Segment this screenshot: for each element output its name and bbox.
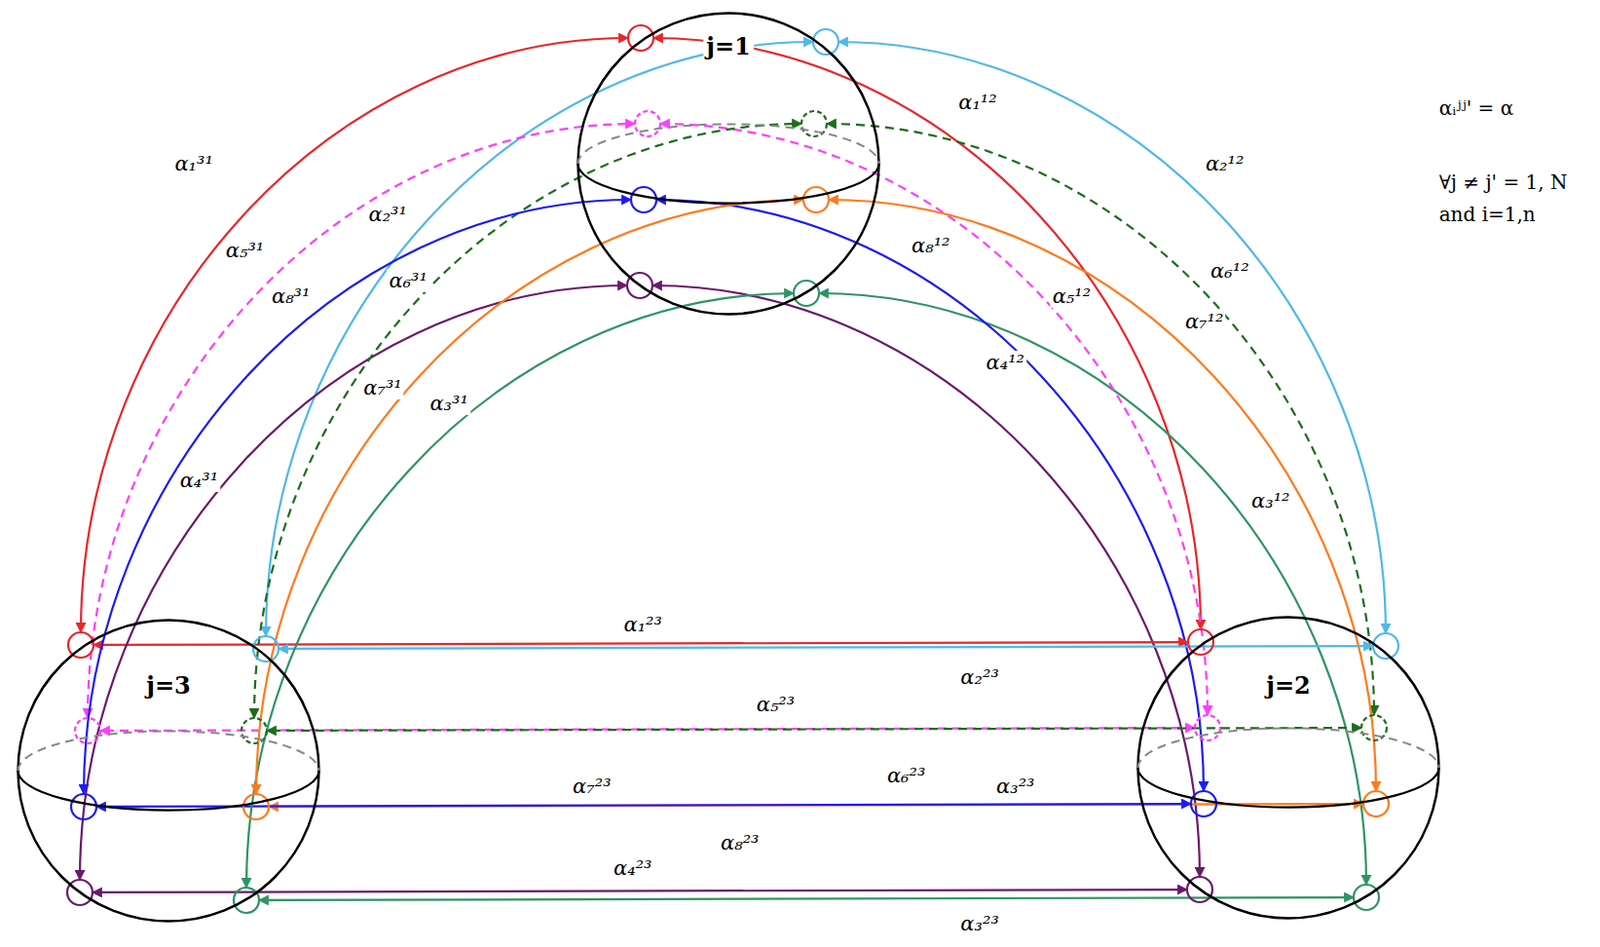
coupling-label: α₃¹² (1249, 487, 1292, 512)
coupling-label: α₆¹² (1208, 259, 1251, 283)
sphere-circle (578, 13, 880, 315)
equality-note: αᵢʲʲ' = α (1439, 97, 1515, 120)
coupling-label: α₁¹² (956, 90, 999, 114)
sphere-circle (18, 620, 320, 922)
equator-front (578, 163, 880, 204)
coupling-label: α₄³¹ (178, 467, 221, 491)
coupling-label: α₃²³ (958, 911, 1001, 935)
state-circle (71, 793, 97, 819)
coupling-arrow (256, 199, 804, 794)
coupling-label: α₈²³ (718, 830, 761, 855)
sphere: j=3 (16, 618, 321, 923)
coupling-label: α₁²³ (622, 612, 665, 636)
coupling-label: α₆²³ (885, 763, 928, 787)
equator-front (18, 770, 320, 811)
coupling-arrow (838, 41, 1386, 633)
sphere-index: j=1 (703, 34, 754, 60)
coupling-label: α₅²³ (754, 692, 797, 716)
coupling-label: α₂³¹ (367, 202, 410, 226)
sphere-circle (1138, 617, 1440, 919)
state-circle (634, 111, 661, 137)
equator-front (1138, 767, 1440, 808)
coupling-arrow (818, 293, 1367, 885)
coupling-label: α₆³¹ (386, 268, 429, 293)
state-circle (74, 717, 101, 744)
coupling-label: α₅¹² (1050, 284, 1093, 308)
equator-back (1138, 727, 1440, 768)
equality-note: and i=1,n (1439, 203, 1536, 226)
state-circle (243, 793, 269, 819)
equality-note: ∀j ≠ j' = 1, N (1439, 170, 1568, 193)
coupling-arrow (254, 123, 802, 718)
coupling-label: α₇¹² (1183, 309, 1226, 334)
coupling-arrow (826, 123, 1375, 715)
coupling-arrow (653, 37, 1201, 630)
sphere-outline (1136, 615, 1441, 920)
coupling-label: α₃³¹ (427, 391, 470, 415)
equator-back (18, 730, 320, 771)
coupling-arrow (87, 123, 635, 718)
coupling-label: α₄²³ (611, 855, 654, 880)
sphere-index: j=2 (1263, 672, 1314, 699)
equator-back (578, 123, 880, 164)
coupling-arrow (80, 37, 629, 633)
coupling-arrow (660, 123, 1208, 715)
coupling-arrow (278, 645, 1374, 649)
coupling-arrow (246, 293, 794, 888)
state-circle (1190, 790, 1217, 817)
coupling-label: α₂¹² (1203, 151, 1246, 176)
coupling-label: α₄¹² (984, 350, 1027, 374)
sphere: j=2 (1136, 615, 1441, 920)
coupling-label: α₈¹² (909, 232, 952, 257)
coupling-arrow (266, 727, 1362, 731)
coupling-label: α₇²³ (570, 774, 613, 798)
state-circle (803, 186, 829, 213)
coupling-arrow (83, 199, 632, 794)
coupling-arrow (652, 285, 1200, 877)
coupling-label: α₈³¹ (269, 284, 312, 308)
coupling-label: α₃²³ (994, 774, 1037, 798)
sphere-outline (16, 618, 321, 923)
coupling-arrow (656, 199, 1204, 791)
sphere-index: j=3 (143, 672, 194, 699)
state-circle (1363, 790, 1389, 817)
coupling-arrow (96, 803, 1191, 807)
coupling-label: α₂²³ (958, 665, 1001, 689)
state-circle (631, 186, 657, 213)
coupling-arrow (100, 727, 1195, 731)
coupling-label: α₁³¹ (172, 151, 215, 176)
coupling-arrow (828, 199, 1377, 791)
coupling-label: α₇³¹ (361, 375, 404, 400)
coupling-arrow (79, 285, 628, 880)
state-circle (1194, 714, 1221, 741)
coupling-label: α₅³¹ (223, 238, 266, 262)
sphere: j=1 (576, 11, 881, 316)
